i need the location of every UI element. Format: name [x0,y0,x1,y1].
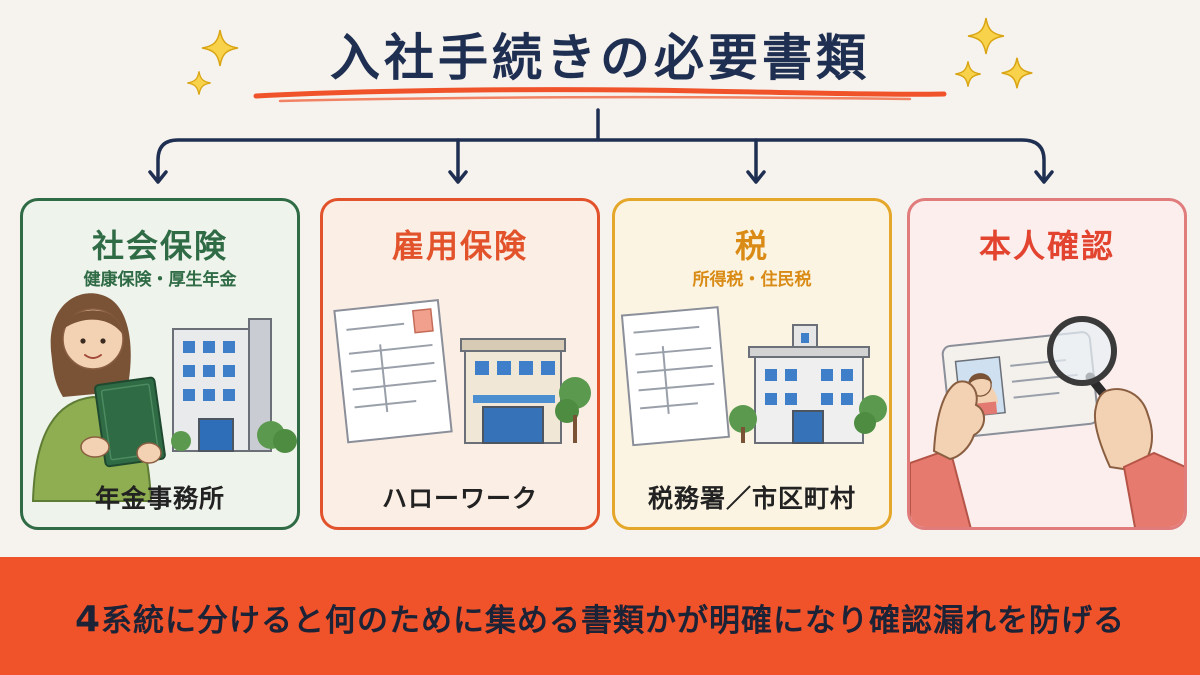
card-office-label: 年金事務所 [94,484,225,513]
card-subtitle: 所得税・住民税 [692,270,812,290]
card-office-label: 税務署／市区町村 [647,484,856,513]
card-office-label: ハローワーク [381,484,538,513]
card-tax: 税 所得税・住民税 税務署／市区町村 [612,198,892,530]
page-title: 入社手続きの必要書類 [330,29,870,87]
summary-message: 系統に分けると何のために集める書類かが明確になり確認漏れを防げる [101,603,1126,639]
card-social-insurance: 社会保険 健康保険・厚生年金 年金事務所 [20,198,300,530]
hello-work-illustration [333,299,591,444]
pension-office-illustration [31,293,297,502]
sparkle-icon-right-small [1001,57,1033,89]
summary-banner: 4系統に分けると何のために集める書類かが明確になり確認漏れを防げる [0,557,1200,675]
branch-connector [148,108,1054,184]
sparkle-icon-right-large [967,17,1005,55]
tax-office-illustration [620,306,887,447]
summary-text: 4系統に分けると何のために集める書類かが明確になり確認漏れを防げる [0,595,1200,640]
card-title: 本人確認 [978,227,1115,265]
card-title: 社会保険 [91,227,228,265]
id-card-magnifier-illustration [910,316,1184,527]
card-employment-insurance: 雇用保険 ハローワーク [320,198,600,530]
title-underline [253,87,947,103]
sparkle-icon-left-large [201,29,239,67]
card-title: 税 [734,227,769,265]
card-identity-verification: 本人確認 [907,198,1187,530]
card-title: 雇用保険 [391,227,528,265]
sparkle-icon-right-mid [955,61,981,87]
summary-number: 4 [74,599,102,640]
card-subtitle: 健康保険・厚生年金 [83,270,237,290]
sparkle-icon-left-small [187,71,211,95]
